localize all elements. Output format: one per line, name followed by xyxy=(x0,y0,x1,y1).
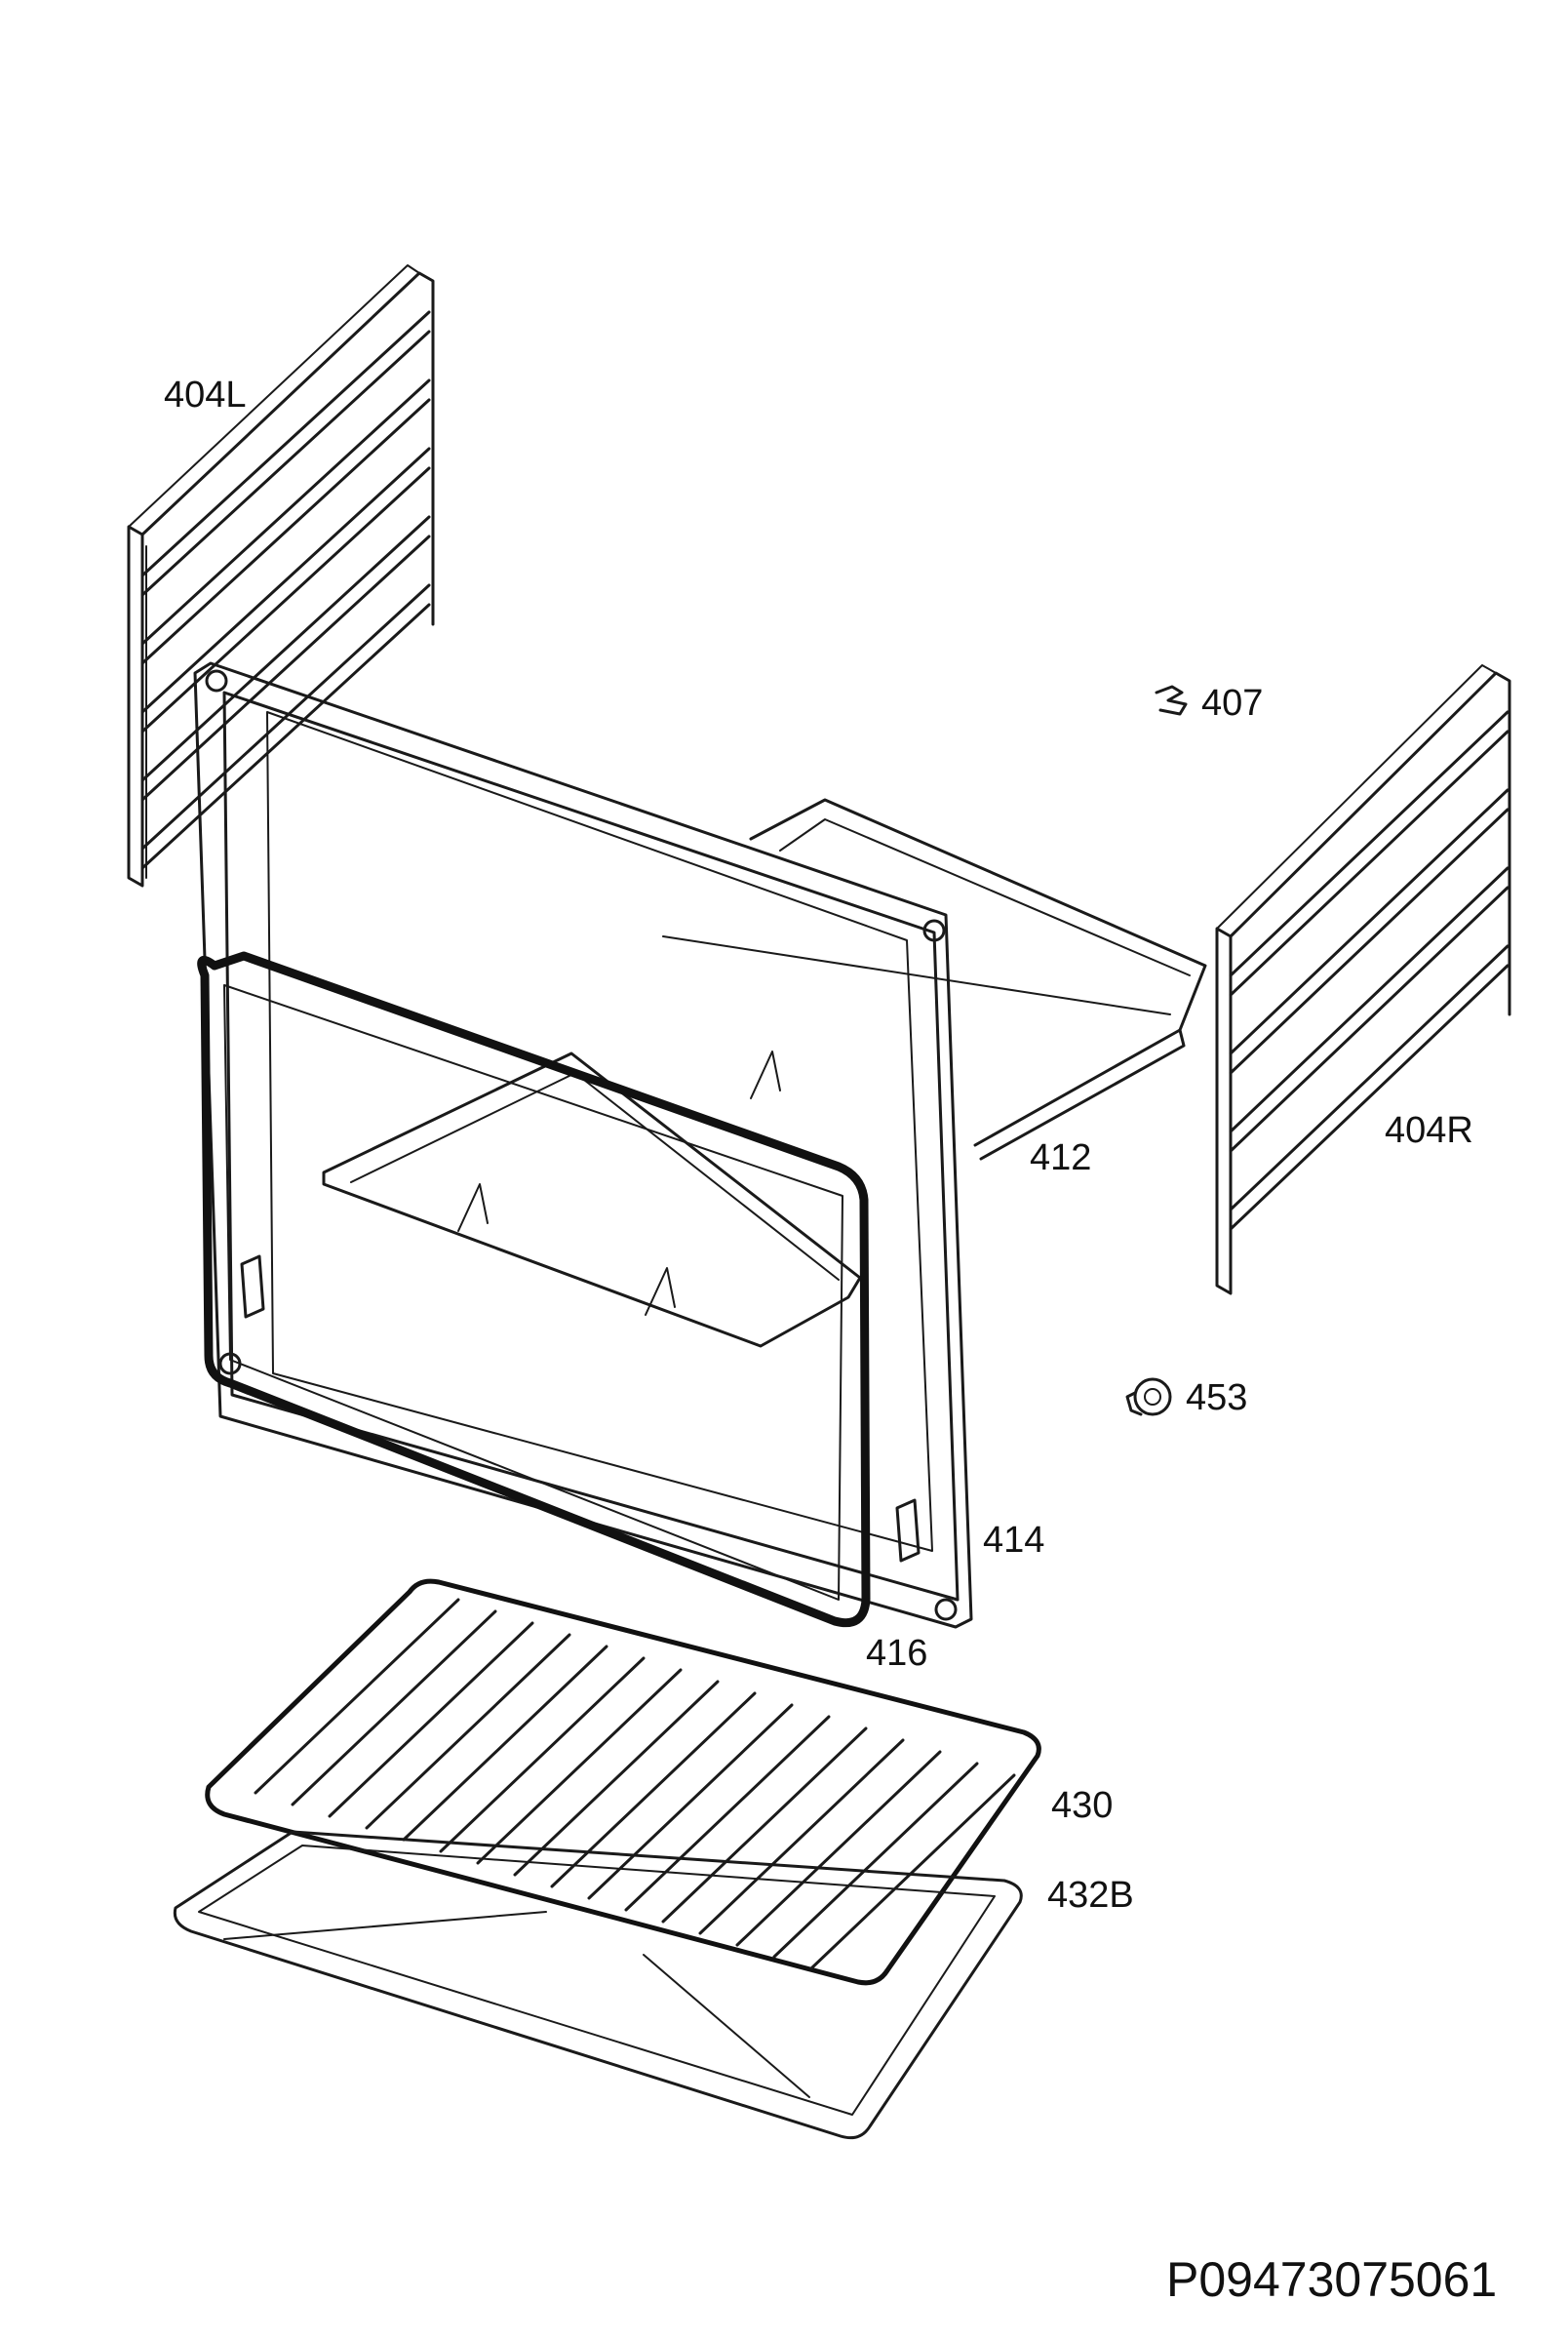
door-seal-416 xyxy=(197,951,871,1628)
label-416: 416 xyxy=(866,1633,928,1674)
label-430: 430 xyxy=(1051,1785,1114,1826)
wire-shelf-430 xyxy=(205,1578,1041,1986)
label-404l: 404L xyxy=(164,375,247,416)
label-404r: 404R xyxy=(1385,1110,1473,1151)
label-407: 407 xyxy=(1201,683,1264,724)
rack-right-404r xyxy=(1215,664,1511,1295)
label-412: 412 xyxy=(1030,1137,1092,1178)
cavity-panel-412 xyxy=(662,798,1207,1161)
label-453: 453 xyxy=(1186,1377,1248,1418)
label-432b: 432B xyxy=(1047,1875,1134,1916)
inner-tray xyxy=(322,1051,862,1348)
knob-453 xyxy=(1125,1377,1172,1416)
label-414: 414 xyxy=(983,1520,1045,1561)
document-number: P09473075061 xyxy=(1166,2252,1498,2307)
rack-left-404l xyxy=(127,264,435,888)
drip-tray-432b xyxy=(173,1830,1023,2140)
clip-407 xyxy=(1155,685,1188,716)
door-frame-414 xyxy=(193,661,973,1629)
